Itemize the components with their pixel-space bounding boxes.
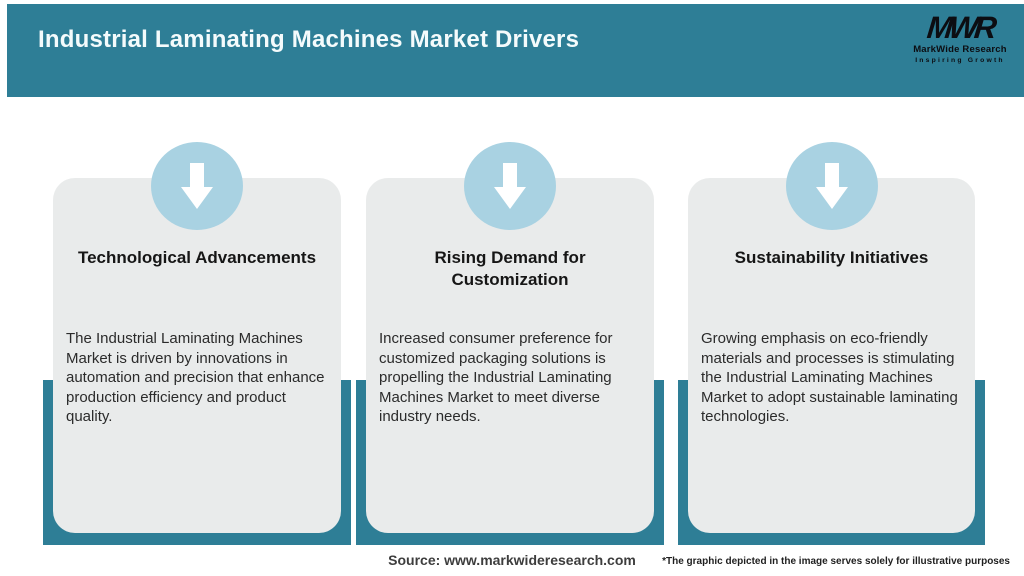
source-text: Source: www.markwideresearch.com	[388, 552, 636, 568]
card-rising-demand-for-customization: Rising Demand for Customization Increase…	[356, 142, 664, 545]
card-heading: Rising Demand for Customization	[374, 247, 646, 291]
brand-logo: MWR MarkWide Research Inspiring Growth	[910, 10, 1010, 64]
page-title: Industrial Laminating Machines Market Dr…	[38, 26, 580, 53]
card-panel: Sustainability Initiatives Growing empha…	[688, 178, 975, 533]
logo-tagline: Inspiring Growth	[915, 56, 1005, 64]
card-panel: Rising Demand for Customization Increase…	[366, 178, 654, 533]
down-arrow-icon	[151, 142, 243, 230]
card-heading: Sustainability Initiatives	[696, 247, 967, 269]
card-panel: Technological Advancements The Industria…	[53, 178, 341, 533]
card-body-text: The Industrial Laminating Machines Marke…	[66, 330, 325, 425]
down-arrow-icon	[785, 142, 878, 230]
card-heading: Technological Advancements	[61, 247, 333, 269]
disclaimer-text: *The graphic depicted in the image serve…	[662, 556, 1010, 567]
card-body-text: Growing emphasis on eco-friendly materia…	[701, 330, 958, 425]
card-heading-text: Rising Demand for Customization	[434, 248, 586, 289]
card-sustainability-initiatives: Sustainability Initiatives Growing empha…	[678, 142, 985, 545]
down-arrow-icon	[464, 142, 556, 230]
logo-name: MarkWide Research	[913, 44, 1007, 55]
header-bar: Industrial Laminating Machines Market Dr…	[7, 4, 1024, 97]
card-heading-text: Sustainability Initiatives	[734, 248, 929, 267]
card-heading-text: Technological Advancements	[77, 248, 317, 267]
card-body-text: Increased consumer preference for custom…	[379, 330, 613, 425]
logo-monogram-icon: MWR	[925, 10, 995, 45]
card-technological-advancements: Technological Advancements The Industria…	[43, 142, 351, 545]
